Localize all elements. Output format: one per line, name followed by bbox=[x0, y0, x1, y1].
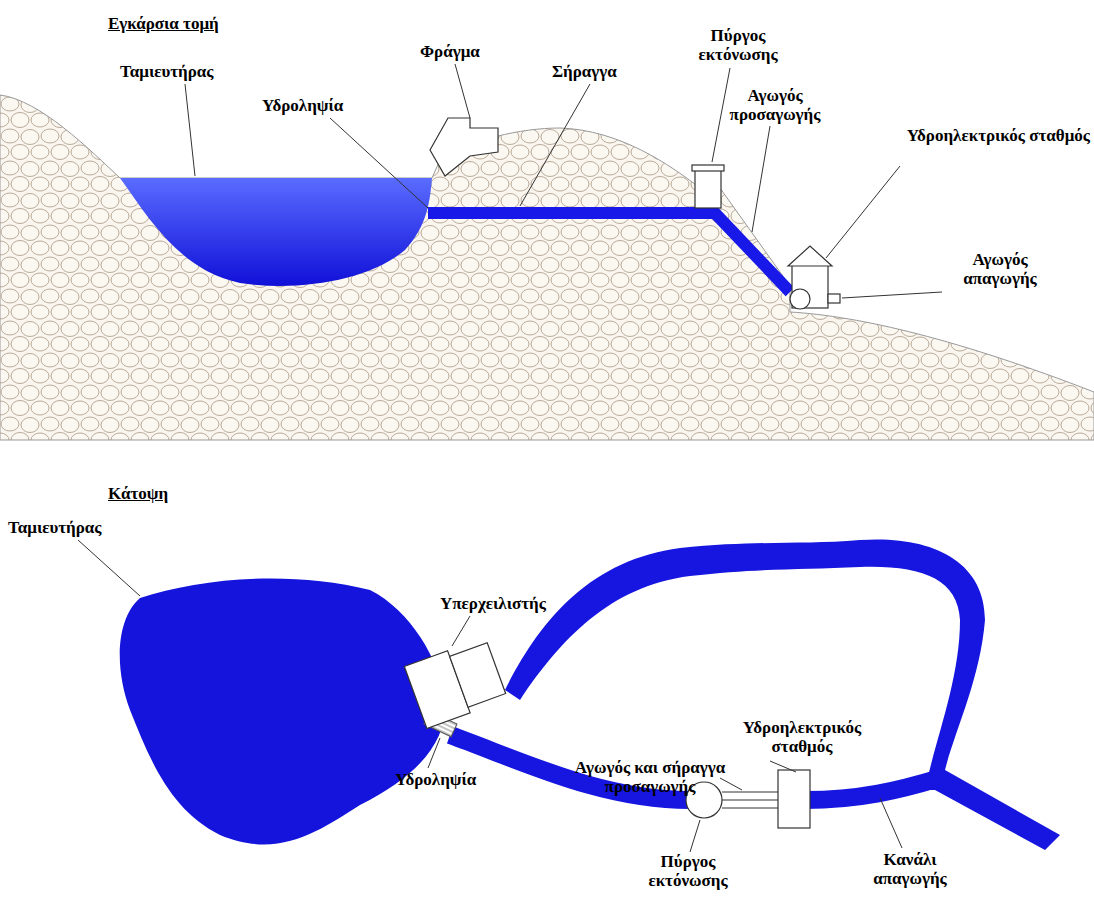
part-label: Υδροληψία bbox=[262, 96, 372, 115]
penstock bbox=[712, 210, 790, 292]
part-label: Πύργος εκτόνωσης bbox=[690, 26, 786, 64]
surge-tower bbox=[695, 170, 721, 208]
part-label: Αγωγός απαγωγής bbox=[945, 250, 1055, 288]
spillway-block bbox=[450, 643, 506, 707]
outlet bbox=[828, 294, 840, 303]
leader-lines bbox=[78, 64, 942, 852]
part-label: Αγωγός και σήραγγα προσαγωγής bbox=[570, 758, 730, 796]
part-label: Υπερχειλιστής bbox=[440, 594, 580, 613]
part-label: Κανάλι απαγωγής bbox=[865, 850, 955, 888]
turbine bbox=[790, 289, 810, 309]
part-label: Υδροληψία bbox=[395, 770, 505, 789]
section-heading: Εγκάρσια τομή bbox=[108, 14, 248, 33]
tailrace bbox=[805, 778, 940, 800]
penstock-plan bbox=[722, 808, 778, 809]
powerhouse-plan bbox=[778, 770, 810, 828]
part-label: Ταμιευτήρας bbox=[120, 62, 260, 81]
spillway-channel bbox=[505, 539, 1060, 850]
part-label: Πύργος εκτόνωσης bbox=[640, 852, 736, 890]
penstock-plan bbox=[722, 800, 778, 801]
powerhouse-roof bbox=[788, 246, 832, 266]
part-label: Σήραγγα bbox=[552, 62, 632, 81]
surge-tower-cap bbox=[692, 165, 724, 171]
part-label: Υδροηλεκτρικός σταθμός bbox=[712, 718, 892, 756]
tunnel bbox=[428, 207, 715, 219]
part-label: Υδροηλεκτρικός σταθμός bbox=[880, 126, 1090, 145]
reservoir-plan bbox=[120, 578, 445, 844]
part-label: Αγωγός προσαγωγής bbox=[720, 86, 830, 124]
reservoir-water bbox=[120, 178, 432, 286]
part-label: Ταμιευτήρας bbox=[8, 518, 148, 537]
part-label: Φράγμα bbox=[420, 42, 500, 61]
dam bbox=[430, 118, 498, 176]
section-heading: Κάτοψη bbox=[108, 484, 208, 503]
penstock-plan bbox=[722, 792, 778, 793]
ground-section bbox=[0, 95, 1094, 440]
